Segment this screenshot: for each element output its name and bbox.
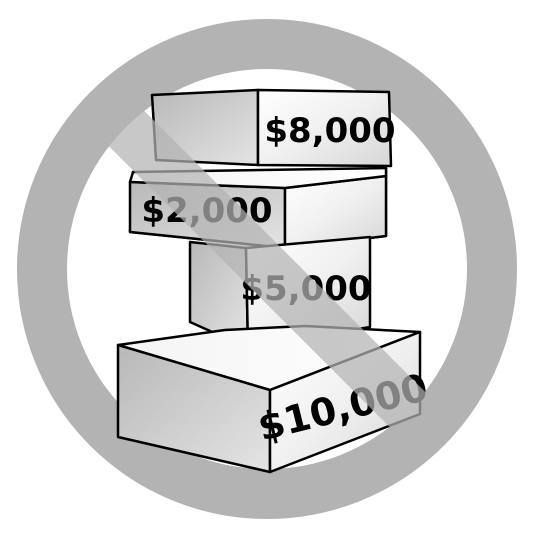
box-label-top: $8,000 — [264, 111, 395, 151]
money-box-top: $8,000 — [152, 90, 396, 166]
